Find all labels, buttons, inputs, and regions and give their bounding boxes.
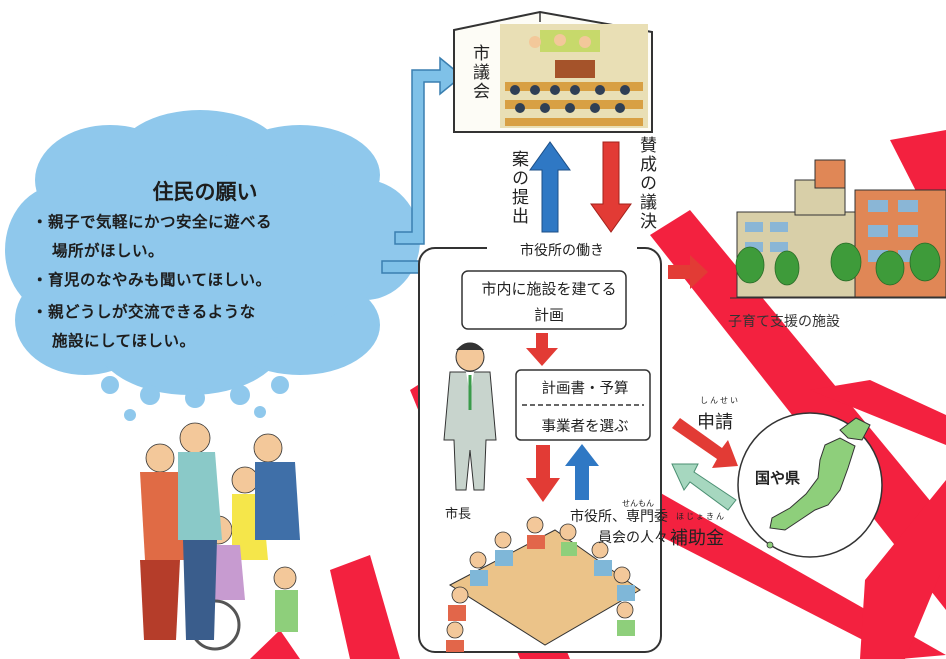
subsidy-ruby: ほじょきん bbox=[676, 512, 726, 521]
proposal-arrow bbox=[529, 141, 571, 233]
experts-illustration bbox=[446, 516, 641, 652]
city-office-title: 市役所の働き bbox=[487, 240, 637, 260]
subsidy-label: 補助金 bbox=[670, 528, 724, 549]
facility-illustration bbox=[730, 159, 946, 299]
wish-item-2: ・育児のなやみも聞いてほしい。 bbox=[32, 271, 272, 289]
apply-label: 申請 bbox=[697, 412, 733, 433]
select-contractor-text: 事業者を選ぶ bbox=[541, 419, 629, 435]
japan-map-illustration bbox=[737, 412, 883, 558]
facility-label: 子育て支援の施設 bbox=[728, 314, 840, 330]
family-illustration bbox=[140, 422, 300, 651]
plan-box bbox=[461, 270, 627, 330]
mayor-label: 市長 bbox=[445, 507, 472, 522]
wish-item-3-cont: 施設にしてほしい。 bbox=[52, 332, 196, 350]
expert-ruby: せんもん bbox=[622, 499, 654, 508]
apply-arrow bbox=[672, 418, 738, 468]
wish-item-1-cont: 場所がほしい。 bbox=[52, 242, 165, 260]
wish-item-3: ・親どうしが交流できるような bbox=[32, 303, 256, 321]
proposal-label: 案の提出 bbox=[508, 150, 528, 226]
wish-cloud bbox=[5, 110, 420, 421]
council-label: 市議会 bbox=[469, 44, 489, 101]
wish-title: 住民の願い bbox=[152, 180, 258, 204]
mayor-illustration bbox=[443, 342, 497, 491]
arrow-to-facility bbox=[668, 255, 708, 289]
plan-text: 市内に施設を建てる計画 bbox=[481, 280, 617, 324]
approval-label: 賛成の議決 bbox=[636, 136, 656, 231]
plan-down-arrow bbox=[526, 333, 558, 366]
country-label: 国や県 bbox=[752, 467, 804, 488]
doc-down-arrow bbox=[526, 445, 560, 502]
subsidy-arrow bbox=[671, 463, 737, 511]
apply-ruby: しんせい bbox=[700, 396, 740, 405]
experts-up-arrow bbox=[565, 444, 599, 500]
plan-doc-text: 計画書・予算 bbox=[541, 381, 629, 397]
approval-arrow bbox=[590, 141, 632, 233]
council-illustration bbox=[500, 24, 648, 128]
experts-label: 市役所、専門委員会の人々 bbox=[570, 509, 668, 546]
wish-item-1: ・親子で気軽にかつ安全に遊べる bbox=[32, 213, 273, 231]
